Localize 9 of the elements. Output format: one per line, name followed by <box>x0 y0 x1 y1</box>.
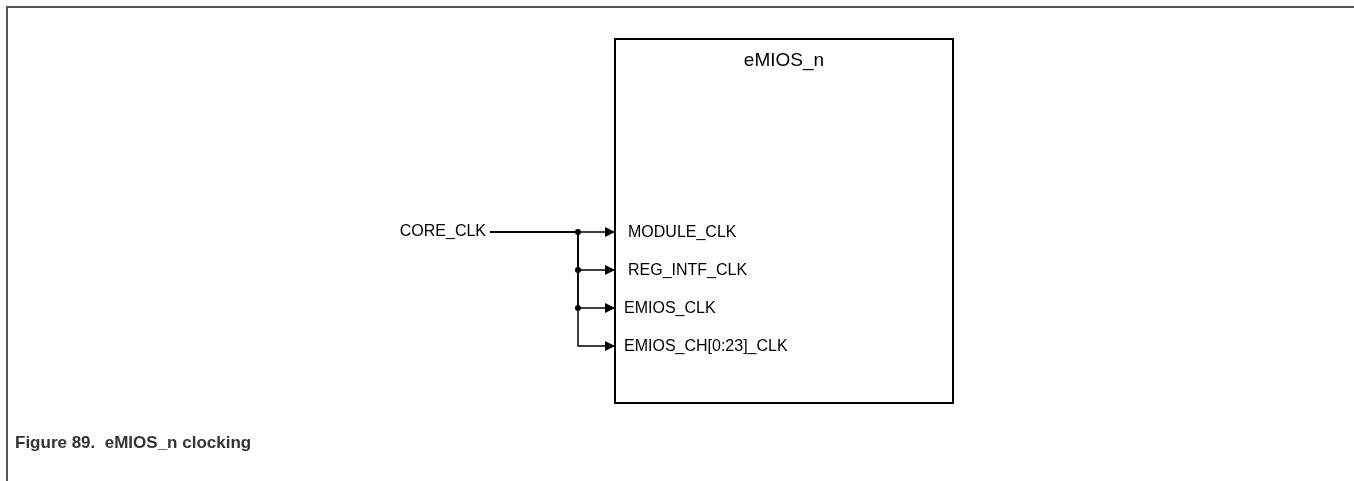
clock-arrow <box>489 231 616 351</box>
pin-label: EMIOS_CLK <box>624 298 716 318</box>
module-title: eMIOS_n <box>742 48 826 73</box>
pin-label: REG_INTF_CLK <box>628 260 748 280</box>
figure-caption: Figure 89. eMIOS_n clocking <box>15 432 252 454</box>
pin-label: EMIOS_CH[0:23]_CLK <box>624 336 788 356</box>
module-box <box>614 38 954 404</box>
pin-label: MODULE_CLK <box>628 222 737 242</box>
signal-label: CORE_CLK <box>399 221 486 241</box>
